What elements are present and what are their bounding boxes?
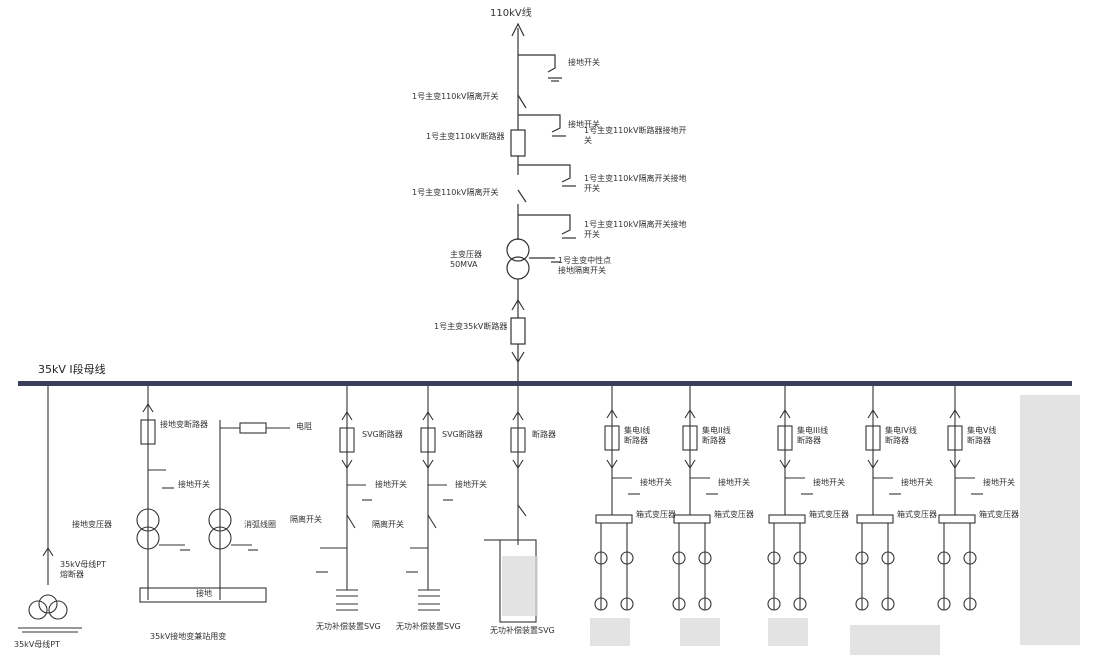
- collector-5-breaker-label: 集电V线 断路器: [967, 426, 997, 445]
- ground-switch-4-label: 1号主变110kV隔离开关接地开关: [584, 220, 687, 239]
- main-breaker-label: 1号主变110kV断路器: [426, 132, 505, 141]
- svg3-breaker-label: 断路器: [532, 430, 556, 439]
- grounding-bottom-label: 35kV接地变兼站用变: [150, 632, 227, 641]
- svg1-ground-switch-label: 接地开关: [375, 480, 407, 489]
- svg3-bottom-label: 无功补偿装置SVG: [490, 626, 555, 635]
- collector-3-breaker-label: 集电III线 断路器: [797, 426, 829, 445]
- obscured-region: [680, 618, 720, 646]
- incoming-line-label: 110kV线: [490, 8, 532, 19]
- collector-feeder-4: [855, 386, 901, 611]
- breaker-35kv: [510, 317, 526, 345]
- isolator-2-label: 1号主变110kV隔离开关: [412, 188, 499, 197]
- grounding-box-label: 接地: [196, 589, 212, 598]
- collector-feeder-2: [672, 386, 718, 611]
- collector-2-breaker-label: 集电II线 断路器: [702, 426, 731, 445]
- main-transformer-hv: [506, 238, 530, 262]
- svg1-isolator-label: 隔离开关: [290, 515, 322, 524]
- grounding-transformer-label: 接地变压器: [72, 520, 112, 529]
- breaker-35kv-label: 1号主变35kV断路器: [434, 322, 508, 331]
- isolator-1-label: 1号主变110kV隔离开关: [412, 92, 499, 101]
- ground-switch-top-label: 接地开关: [568, 58, 600, 67]
- arc-coil-label: 消弧线圈: [244, 520, 276, 529]
- obscured-region: [1020, 395, 1080, 645]
- isolator-1: [517, 94, 527, 109]
- collector-2-ground-label: 接地开关: [718, 478, 750, 487]
- collector-3-box-label: 箱式变压器: [809, 510, 849, 519]
- collector-5-box-label: 箱式变压器: [979, 510, 1019, 519]
- svg1-bottom-label: 无功补偿装置SVG: [316, 622, 381, 631]
- ground-switch-3-label: 1号主变110kV隔离开关接地开关: [584, 174, 687, 193]
- collector-4-breaker-label: 集电IV线 断路器: [885, 426, 917, 445]
- collector-5-ground-label: 接地开关: [983, 478, 1015, 487]
- bus-35kv: [18, 381, 1072, 386]
- pt-fuse-label: 35kV母线PT 熔断器: [60, 560, 106, 579]
- ground-switch-2-label: 1号主变110kV断路器接地开关: [584, 126, 687, 145]
- bus-label: 35kV I段母线: [38, 363, 106, 376]
- svg2-bottom-label: 无功补偿装置SVG: [396, 622, 461, 631]
- svg2-breaker-label: SVG断路器: [442, 430, 483, 439]
- collector-4-ground-label: 接地开关: [901, 478, 933, 487]
- collector-1-box-label: 箱式变压器: [636, 510, 676, 519]
- collector-2-box-label: 箱式变压器: [714, 510, 754, 519]
- obscured-region: [850, 625, 940, 655]
- collector-1-breaker-label: 集电I线 断路器: [624, 426, 651, 445]
- ground-switch-1-label: 接地开关: [568, 120, 600, 129]
- collector-feeder-3: [767, 386, 813, 611]
- ground-switch-top: [518, 54, 556, 73]
- neutral-ground-label: 1号主变中性点 接地隔离开关: [558, 256, 612, 275]
- obscured-region: [768, 618, 808, 646]
- collector-1-ground-label: 接地开关: [640, 478, 672, 487]
- resistor-label: 电阻: [296, 422, 312, 431]
- main-breaker: [510, 129, 526, 157]
- svg2-ground-switch-label: 接地开关: [455, 480, 487, 489]
- collector-4-box-label: 箱式变压器: [897, 510, 937, 519]
- grounding-ground-switch-label: 接地开关: [178, 480, 210, 489]
- grounding-breaker-label: 接地变断路器: [160, 420, 208, 429]
- main-transformer-label: 主变压器 50MVA: [450, 250, 482, 269]
- collector-feeder-5: [937, 386, 983, 611]
- obscured-region: [502, 556, 538, 616]
- incoming-arrow: [511, 22, 525, 37]
- collector-feeder-1: [594, 386, 640, 611]
- collector-3-ground-label: 接地开关: [813, 478, 845, 487]
- isolator-2: [517, 189, 527, 203]
- main-transformer-lv: [506, 256, 530, 280]
- svg2-isolator-label: 隔离开关: [372, 520, 404, 529]
- svg1-breaker-label: SVG断路器: [362, 430, 403, 439]
- obscured-region: [590, 618, 630, 646]
- pt-cabinet-label: 35kV母线PT: [14, 640, 60, 649]
